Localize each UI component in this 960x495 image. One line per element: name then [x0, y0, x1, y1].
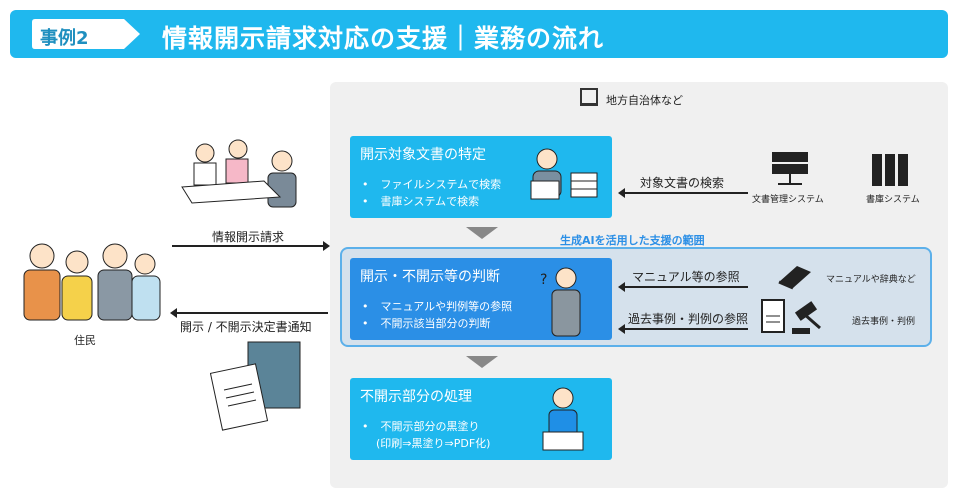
- badge-shape: [32, 19, 140, 49]
- notice-flow-label: 開示 / 不開示決定書通知: [180, 320, 312, 334]
- svg-text:?: ?: [540, 272, 547, 288]
- counter-meeting-illustration: [181, 139, 297, 208]
- manual-book-icon: [778, 266, 811, 290]
- document-gavel-icon: [761, 299, 821, 334]
- step-bullet: 書庫システムで検索: [360, 193, 602, 210]
- manual-flow-label: マニュアル等の参照: [632, 270, 740, 284]
- down-arrow-icon: [466, 356, 498, 368]
- header-banner: 事例2 情報開示請求対応の支援｜業務の流れ: [10, 10, 948, 58]
- person-laptop-icon: [530, 148, 598, 200]
- right-arrow-icon: [172, 241, 330, 251]
- left-arrow-icon: [618, 324, 748, 334]
- step-identify-documents: 開示対象文書の特定 ファイルシステムで検索書庫システムで検索: [350, 136, 612, 218]
- step-title: 開示・不開示等の判断: [360, 269, 500, 285]
- step-title: 開示対象文書の特定: [360, 147, 486, 163]
- manuals-label: マニュアルや辞典など: [826, 275, 916, 285]
- step-bullet: (印刷⇒黒塗り⇒PDF化): [376, 437, 491, 450]
- server-icon: [772, 152, 808, 185]
- residents-family-illustration: [23, 243, 161, 321]
- resident-label: 住民: [74, 334, 96, 347]
- building-icon: [580, 88, 598, 106]
- cases-flow-label: 過去事例・判例の参照: [628, 312, 749, 326]
- page-title: 情報開示請求対応の支援｜業務の流れ: [162, 24, 605, 53]
- search-flow-label: 対象文書の検索: [640, 176, 725, 190]
- doc-system-label: 文書管理システム: [752, 195, 824, 205]
- step-bullet: 不開示該当部分の判断: [360, 315, 602, 332]
- step-bullet: ファイルシステムで検索: [360, 176, 602, 193]
- left-arrow-icon: [170, 308, 328, 318]
- documents-envelope-icon: [210, 341, 301, 431]
- person-redacting-icon: [542, 387, 584, 451]
- org-label: 地方自治体など: [606, 94, 683, 107]
- ai-scope-label: 生成AIを活用した支援の範囲: [560, 234, 705, 247]
- cases-label: 過去事例・判例: [852, 317, 916, 327]
- case-badge: 事例2: [40, 28, 89, 49]
- archive-system-label: 書庫システム: [866, 195, 920, 205]
- down-arrow-icon: [466, 227, 498, 239]
- step-title: 不開示部分の処理: [360, 389, 472, 405]
- left-arrow-icon: [618, 282, 748, 292]
- request-flow-label: 情報開示請求: [212, 230, 285, 244]
- books-icon: [872, 154, 908, 186]
- person-thinking-icon: ?: [540, 267, 581, 337]
- step-bullet: 不開示部分の黒塗り: [360, 418, 602, 435]
- left-arrow-icon: [618, 188, 748, 198]
- step-bullet: マニュアルや判例等の参照: [360, 298, 602, 315]
